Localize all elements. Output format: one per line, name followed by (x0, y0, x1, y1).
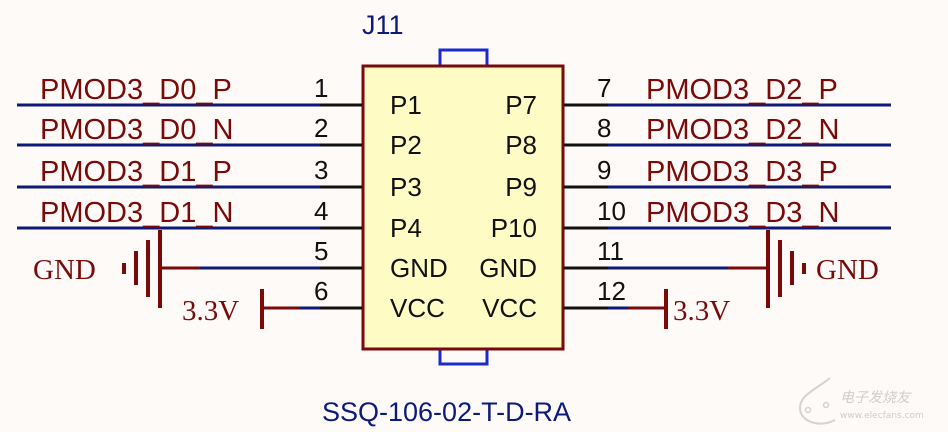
pin-name: P9 (505, 172, 537, 202)
gnd-symbol-right: GND (608, 230, 879, 308)
pin-left-3: PMOD3_D1_P 3P3 (17, 155, 422, 202)
pin-right-7: PMOD3_D2_P 7P7 (505, 73, 891, 120)
pin-name: P2 (390, 130, 422, 160)
vcc-label-left: 3.3V (182, 295, 239, 327)
pin-number: 11 (597, 236, 624, 266)
vcc-label-right: 3.3V (673, 295, 730, 327)
right-pin-group: PMOD3_D2_P7P7PMOD3_D2_N8P8PMOD3_D3_P9P9P… (479, 73, 891, 323)
gnd-label-left: GND (33, 254, 96, 286)
gnd-symbol-left: GND (33, 230, 320, 308)
pin-right-8: PMOD3_D2_N 8P8 (505, 113, 891, 160)
pin-number: 8 (597, 113, 611, 143)
pin-name: VCC (482, 293, 537, 323)
watermark-dot-icon (822, 401, 830, 409)
pin-name: P3 (390, 172, 422, 202)
watermark-dot-icon (804, 406, 812, 414)
pin-left-1: PMOD3_D0_P 1P1 (17, 73, 422, 120)
vcc-symbol-right: 3.3V (608, 289, 730, 329)
net-label: PMOD3_D2_P (646, 74, 838, 106)
designator-label: J11 (362, 10, 404, 40)
pin-number: 7 (597, 73, 611, 103)
connector-top-tab (438, 48, 489, 65)
pin-name: P7 (505, 90, 537, 120)
watermark-title: 电子发烧友 (840, 390, 912, 406)
gnd-label-right: GND (816, 254, 879, 286)
watermark: 电子发烧友 www.elecfans.com (798, 377, 924, 425)
connector-body (361, 64, 565, 351)
pin-left-4: PMOD3_D1_N 4P4 (17, 196, 422, 243)
pin-number: 12 (597, 276, 626, 306)
pin-number: 5 (314, 236, 328, 266)
net-label: PMOD3_D2_N (646, 114, 839, 146)
watermark-logo-icon (798, 377, 836, 425)
pin-name: GND (479, 253, 537, 283)
net-label: PMOD3_D1_N (40, 197, 233, 229)
pin-number: 1 (314, 73, 328, 103)
net-label: PMOD3_D3_N (646, 197, 839, 229)
net-label: PMOD3_D0_N (40, 114, 233, 146)
net-label: PMOD3_D0_P (40, 74, 232, 106)
net-label: PMOD3_D1_P (40, 156, 232, 188)
net-label: PMOD3_D3_P (646, 156, 838, 188)
pin-number: 10 (597, 196, 626, 226)
pin-name: GND (390, 253, 448, 283)
pin-number: 4 (314, 196, 328, 226)
pin-right-9: PMOD3_D3_P 9P9 (505, 155, 891, 202)
part-number-label: SSQ-106-02-T-D-RA (322, 397, 571, 427)
pin-left-2: PMOD3_D0_N 2P2 (17, 113, 422, 160)
pin-number: 9 (597, 155, 611, 185)
pin-number: 6 (314, 276, 328, 306)
pin-name: P8 (505, 130, 537, 160)
pin-name: P4 (390, 213, 422, 243)
pin-name: P10 (491, 213, 537, 243)
pin-name: VCC (390, 293, 445, 323)
pin-number: 3 (314, 155, 328, 185)
pin-name: P1 (390, 90, 422, 120)
watermark-url: www.elecfans.com (840, 411, 924, 421)
pin-number: 2 (314, 113, 328, 143)
connector-bottom-tab (438, 350, 489, 366)
vcc-symbol-left: 3.3V (182, 289, 320, 329)
